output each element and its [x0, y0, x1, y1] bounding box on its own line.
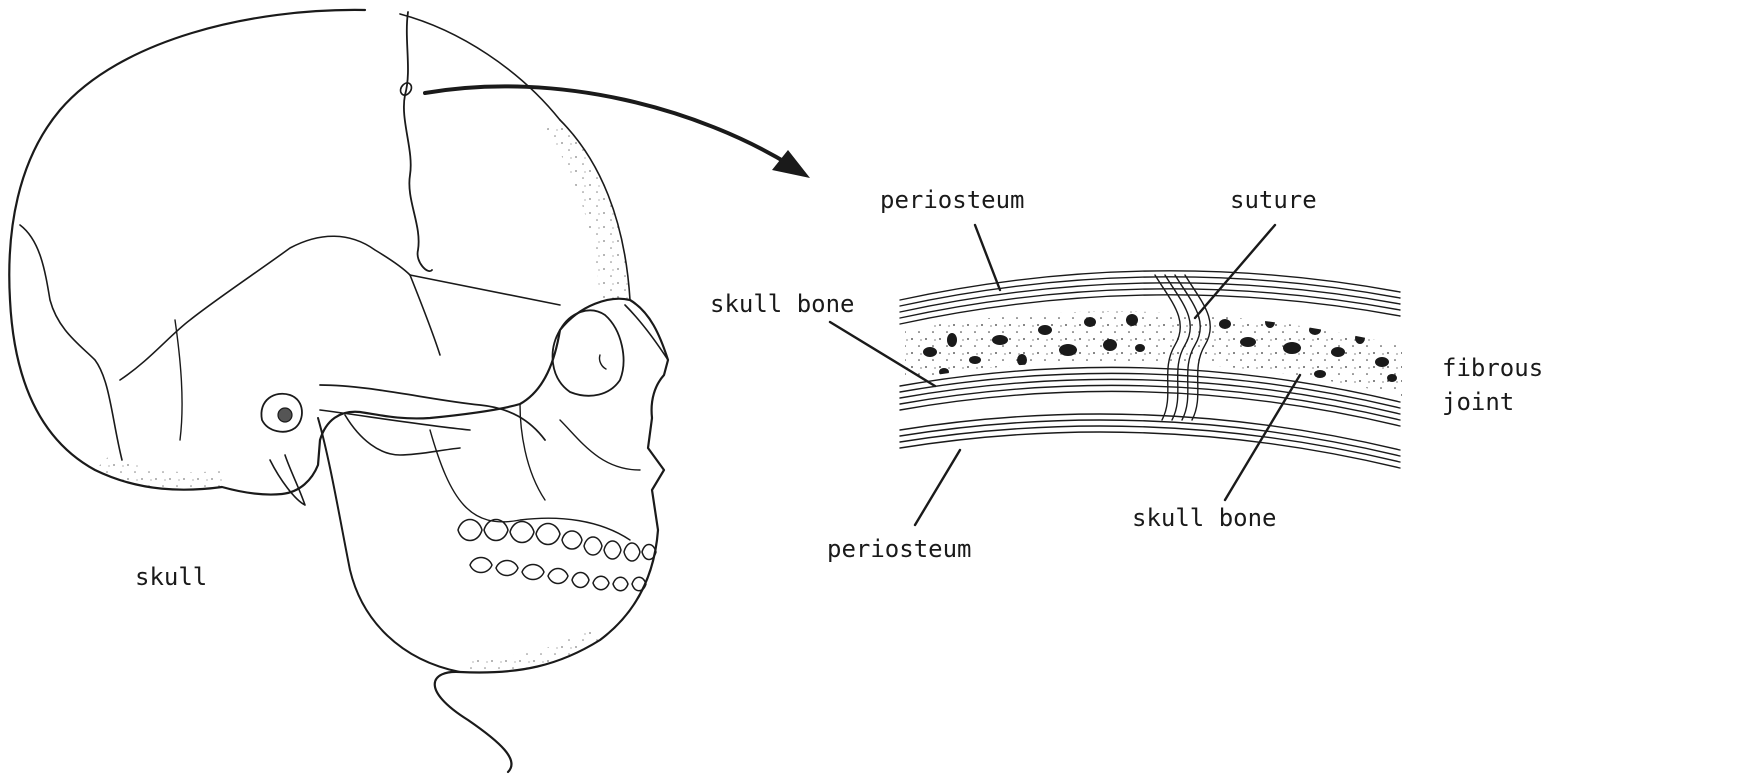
- teeth: [458, 520, 656, 591]
- label-skull-bone-left: skull bone: [710, 290, 855, 318]
- skull-illustration: [9, 10, 668, 772]
- label-skull: skull: [135, 563, 207, 591]
- magnify-arrow: [425, 86, 810, 178]
- orbit: [553, 310, 624, 395]
- leader-periosteum-bottom: [915, 450, 960, 525]
- leader-periosteum-top: [975, 225, 1000, 290]
- labels: skull periosteum suture skull bone fibro…: [135, 186, 1543, 591]
- label-periosteum-bottom: periosteum: [827, 535, 972, 563]
- label-fibrous: fibrous: [1442, 354, 1543, 382]
- label-joint: joint: [1442, 388, 1514, 416]
- leader-skull-bone-right: [1225, 375, 1300, 500]
- coronal-suture: [404, 12, 432, 271]
- leader-lines: [830, 225, 1300, 525]
- suture-cross-section: [900, 270, 1410, 468]
- label-skull-bone-right: skull bone: [1132, 504, 1277, 532]
- label-periosteum-top: periosteum: [880, 186, 1025, 214]
- label-suture: suture: [1230, 186, 1317, 214]
